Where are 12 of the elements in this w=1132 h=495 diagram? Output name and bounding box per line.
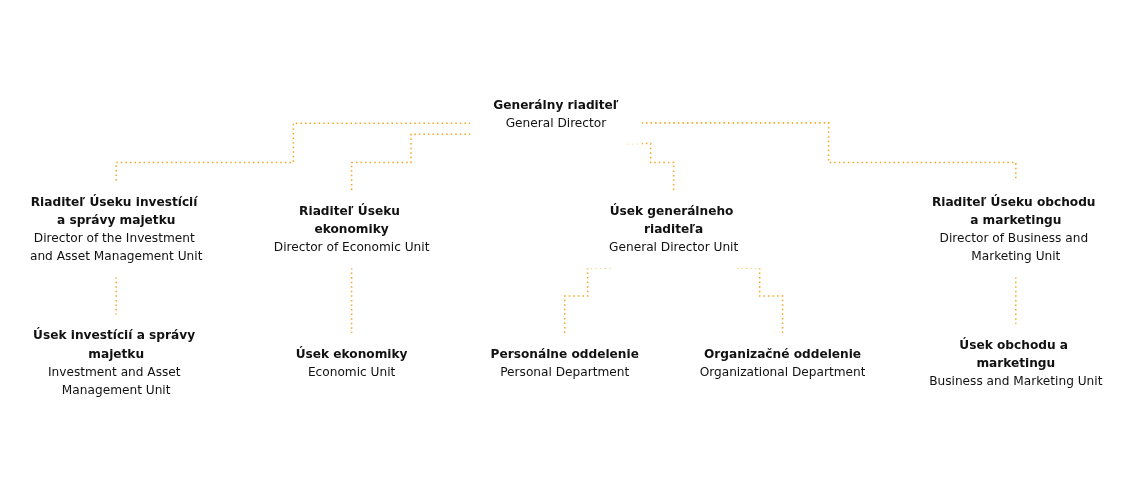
connector: [115, 122, 472, 183]
node-text: Úsek ekonomiky Economic Unit: [295, 346, 408, 379]
node-text: Úsek investícií a správy majetku Investment and Asset Management Unit: [33, 328, 196, 398]
node-text: Úsek obchodu a marketingu Business and Marketing Unit: [929, 337, 1103, 388]
node-text: Riaditeľ Úseku obchodu a marketingu Director of Business and Marketing Unit: [931, 194, 1096, 264]
connector: [350, 133, 472, 192]
node-text: Úsek generálneho riaditeľa General Director Unit: [609, 203, 739, 255]
node-text: Generálny riaditeľ General Director: [493, 97, 619, 130]
node-text: Organizačné oddelenie Organizational Department: [699, 346, 866, 379]
node-text: Personálne oddelenie Personal Department: [490, 346, 639, 379]
node-text: Riaditeľ Úseku investícií a správy majetku Director of the Investment and Asset Management Unit: [29, 194, 203, 264]
node-text: Riaditeľ Úseku ekonomiky Director of Economic Unit: [273, 203, 430, 255]
